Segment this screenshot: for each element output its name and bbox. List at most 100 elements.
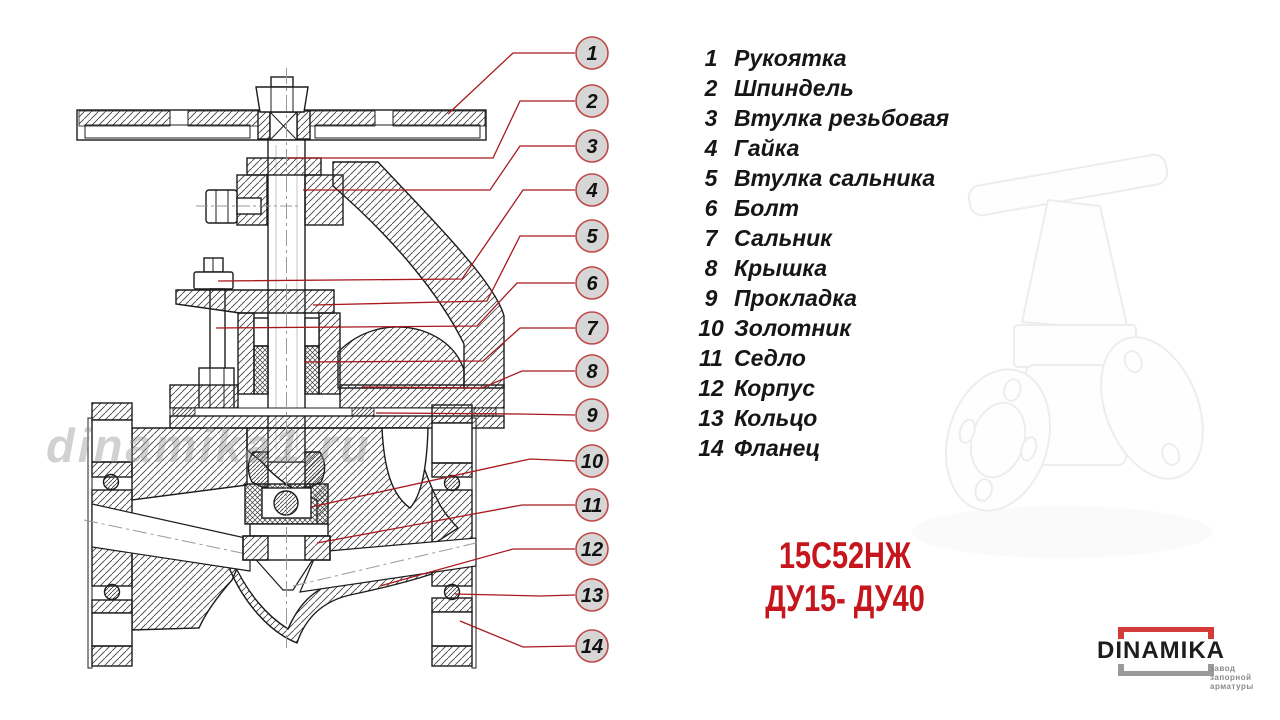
callout-circle-11 (575, 488, 609, 522)
gland-flange (175, 289, 335, 314)
callout-number-11: 11 (582, 495, 603, 517)
logo-bottom-bracket-icon (1118, 664, 1214, 676)
dinamika-logo: DINAMIKA завод запорной арматуры (1090, 620, 1265, 705)
callout-number-8: 8 (586, 361, 598, 383)
part-name: Болт (734, 194, 800, 221)
part-name: Золотник (734, 314, 851, 341)
model-code: 15С52НЖ (779, 535, 911, 576)
leader-line-8 (361, 370, 575, 389)
parts-list-item-12: 12 Корпус (692, 373, 1022, 403)
parts-list-item-4: 4 Гайка (692, 133, 1022, 163)
logo-tagline-line: запорной (1210, 673, 1252, 682)
part-number: 13 (698, 404, 724, 431)
parts-list-item-7: 7 Сальник (692, 223, 1022, 253)
leader-line-12 (379, 548, 575, 587)
callout-number-12: 12 (581, 539, 603, 561)
callout-circle-5 (575, 219, 609, 253)
part-number: 2 (704, 74, 718, 101)
leader-line-1 (447, 52, 575, 115)
part-number: 10 (698, 314, 724, 341)
leader-line-5 (312, 235, 575, 306)
flange-rings (102, 473, 461, 601)
right-pipe-flange (431, 404, 477, 669)
part-number: 9 (704, 284, 718, 311)
logo-tagline-line: завод (1210, 664, 1236, 673)
leader-line-10 (310, 458, 576, 508)
part-name: Кольцо (734, 404, 818, 431)
callout-number-14: 14 (581, 636, 603, 658)
part-number: 14 (698, 434, 724, 461)
callout-circle-13 (575, 578, 609, 612)
spindle-nut (255, 76, 309, 113)
faded-valve-photo (912, 153, 1212, 558)
parts-list-item-3: 3 Втулка резьбовая (692, 103, 1022, 133)
callout-circle-14 (575, 629, 609, 663)
size-range: ДУ15- ДУ40 (765, 578, 925, 619)
logo-top-bracket-icon (1118, 627, 1214, 639)
part-name: Крышка (734, 254, 828, 281)
part-number: 4 (704, 134, 718, 161)
callout-circle-3 (575, 129, 609, 163)
callout-circle-8 (575, 354, 609, 388)
parts-list-item-11: 11 Седло (692, 343, 1022, 373)
leader-line-11 (316, 504, 575, 544)
callout-circle-7 (575, 311, 609, 345)
callout-circle-2 (575, 84, 609, 118)
callout-number-2: 2 (585, 91, 597, 113)
flow-passages (83, 503, 481, 593)
bonnet-yoke-arm (332, 161, 505, 389)
callout-number-10: 10 (581, 451, 603, 473)
yoke-bushing (196, 157, 344, 226)
parts-list-item-13: 13 Кольцо (692, 403, 1022, 433)
callout-number-9: 9 (586, 405, 598, 427)
parts-list-item-9: 9 Прокладка (692, 283, 1022, 313)
part-number: 11 (699, 344, 723, 371)
part-name: Прокладка (734, 284, 857, 311)
callout-number-6: 6 (586, 273, 598, 295)
logo-tagline-line: арматуры (1210, 682, 1254, 691)
leader-line-2 (288, 100, 575, 159)
callout-number-1: 1 (586, 43, 597, 65)
callout-number-7: 7 (586, 318, 598, 340)
callout-number-3: 3 (586, 136, 597, 158)
part-name: Седло (734, 344, 806, 371)
leader-line-9 (375, 412, 576, 416)
part-name: Сальник (734, 224, 832, 251)
part-number: 12 (698, 374, 724, 401)
part-number: 7 (704, 224, 718, 251)
parts-list-item-5: 5 Втулка сальника (692, 163, 1022, 193)
part-name: Корпус (734, 374, 815, 401)
bonnet-flange-and-gasket (169, 384, 505, 429)
parts-list-item-10: 10 Золотник (692, 313, 1022, 343)
stuffing-box (237, 312, 341, 395)
parts-list-item-14: 14 Фланец (692, 433, 1022, 463)
handwheel (76, 109, 487, 141)
callout-circle-1 (575, 36, 609, 70)
part-number: 8 (704, 254, 718, 281)
callout-number-13: 13 (581, 585, 603, 607)
callout-number-5: 5 (586, 226, 598, 248)
parts-list-item-8: 8 Крышка (692, 253, 1022, 283)
callout-circle-4 (575, 173, 609, 207)
leader-line-3 (303, 145, 575, 191)
part-name: Фланец (734, 434, 821, 461)
leader-line-6 (215, 282, 575, 329)
part-name: Втулка резьбовая (734, 104, 950, 131)
logo-brand-text: DINAMIKA (1097, 637, 1225, 664)
part-name: Шпиндель (734, 74, 854, 101)
part-name: Рукоятка (734, 44, 847, 71)
parts-list-item-6: 6 Болт (692, 193, 1022, 223)
callout-circle-9 (575, 398, 609, 432)
callout-circle-6 (575, 266, 609, 300)
part-name: Втулка сальника (734, 164, 936, 191)
part-number: 6 (704, 194, 718, 221)
part-number: 5 (704, 164, 718, 191)
callout-circle-10 (575, 444, 609, 478)
part-name: Гайка (734, 134, 800, 161)
part-number: 3 (704, 104, 718, 131)
